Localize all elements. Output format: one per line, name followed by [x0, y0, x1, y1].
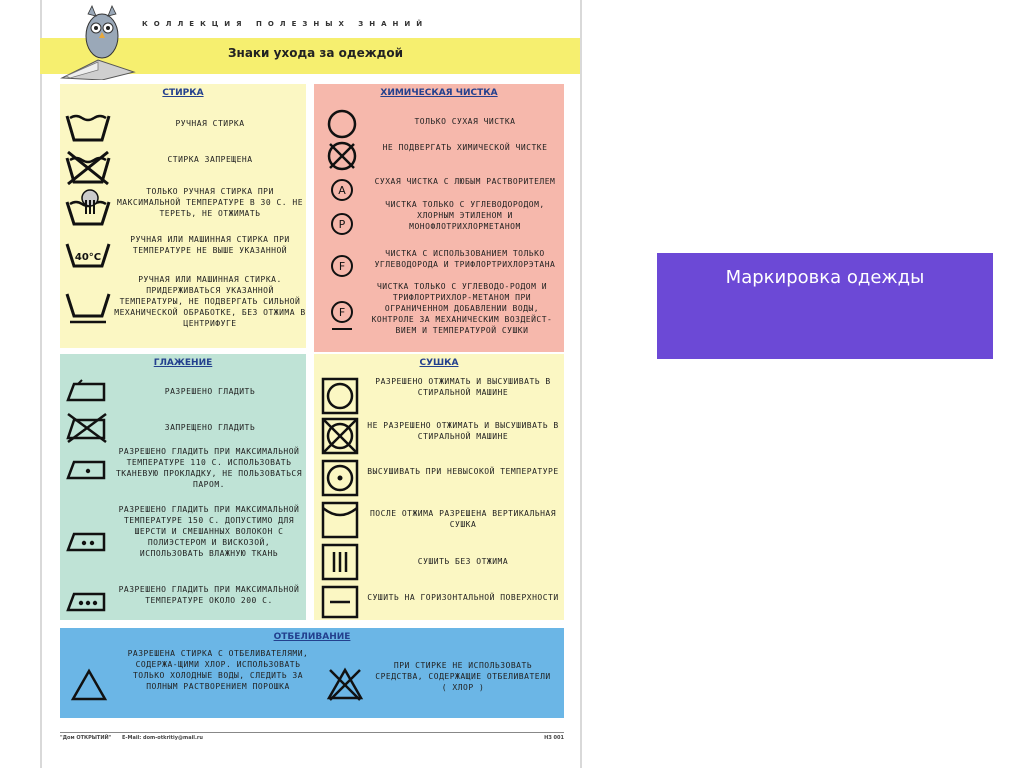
poster-footer: "Дом ОТКРЫТИЙ" E-Mail: dom-otkritiy@mail…	[60, 732, 564, 745]
wash-40-icon: 40°C	[65, 243, 111, 268]
washing-item-4: РУЧНАЯ ИЛИ МАШИННАЯ СТИРКА ПРИ ТЕМПЕРАТУ…	[130, 235, 290, 255]
dry-clean-p-icon: P	[331, 213, 353, 235]
dry-clean-a-icon: A	[331, 179, 353, 201]
hand-wash-icon	[65, 114, 111, 142]
no-wash-icon	[65, 150, 111, 186]
letter-p: P	[339, 218, 346, 231]
no-dry-clean-icon	[327, 141, 357, 171]
tumble-dry-low-icon	[321, 459, 359, 497]
drying-item-6: СУШИТЬ НА ГОРИЗОНТАЛЬНОЙ ПОВЕРХНОСТИ	[367, 593, 559, 602]
poster-title: Знаки ухода за одеждой	[228, 46, 404, 60]
iron-medium-icon	[66, 532, 106, 552]
iron-high-icon	[66, 592, 106, 612]
gentle-wash-icon	[65, 293, 111, 324]
letter-a: A	[338, 184, 346, 197]
dry-clean-f-icon: F	[331, 255, 353, 277]
ironing-item-4: РАЗРЕШЕНО ГЛАДИТЬ ПРИ МАКСИМАЛЬНОЙ ТЕМПЕ…	[118, 505, 300, 558]
no-iron-icon	[66, 412, 107, 444]
bleaching-title: ОТБЕЛИВАНИЕ	[273, 632, 351, 642]
dry-cleaning-item-2: НЕ ПОДВЕРГАТЬ ХИМИЧЕСКОЙ ЧИСТКЕ	[382, 143, 548, 152]
drying-title: СУШКА	[419, 358, 459, 368]
drying-panel: СУШКА	[314, 354, 564, 620]
line-dry-icon	[321, 501, 359, 539]
footer-code: НЗ 001	[544, 735, 564, 741]
poster-right-edge	[580, 0, 582, 768]
drying-item-1: РАЗРЕШЕНО ОТЖИМАТЬ И ВЫСУШИВАТЬ В СТИРАЛ…	[375, 377, 551, 397]
ironing-item-2: ЗАПРЕЩЕНО ГЛАДИТЬ	[164, 423, 256, 432]
tumble-dry-icon	[321, 377, 359, 415]
iron-low-icon	[66, 460, 106, 480]
ironing-item-3: РАЗРЕШЕНО ГЛАДИТЬ ПРИ МАКСИМАЛЬНОЙ ТЕМПЕ…	[115, 447, 303, 489]
dry-clean-f-gentle-icon: F	[331, 301, 353, 330]
dry-cleaning-item-3: СУХАЯ ЧИСТКА С ЛЮБЫМ РАСТВОРИТЕЛЕМ	[374, 177, 556, 186]
letter-f: F	[339, 260, 345, 273]
footer-publisher: "Дом ОТКРЫТИЙ"	[60, 735, 112, 741]
dry-cleaning-item-5: ЧИСТКА С ИСПОЛЬЗОВАНИЕМ ТОЛЬКО УГЛЕВОДОР…	[374, 249, 556, 269]
washing-item-5: РУЧНАЯ ИЛИ МАШИННАЯ СТИРКА. ПРИДЕРЖИВАТЬ…	[114, 275, 306, 328]
no-tumble-dry-icon	[321, 417, 359, 455]
ironing-title: ГЛАЖЕНИЕ	[153, 358, 213, 368]
dry-clean-icon	[327, 109, 357, 139]
washing-item-1: РУЧНАЯ СТИРКА	[175, 119, 245, 128]
hand-wash-30-icon	[65, 189, 111, 226]
bleaching-item-2: ПРИ СТИРКЕ НЕ ИСПОЛЬЗОВАТЬ СРЕДСТВА, СОД…	[375, 661, 551, 692]
dry-cleaning-item-1: ТОЛЬКО СУХАЯ ЧИСТКА	[414, 117, 516, 126]
washing-title: СТИРКА	[60, 84, 306, 102]
wash-temp-label: 40°C	[75, 252, 101, 263]
washing-item-2: СТИРКА ЗАПРЕЩЕНА	[167, 155, 253, 164]
dry-cleaning-panel: ХИМИЧЕСКАЯ ЧИСТКА	[314, 84, 564, 352]
footer-email: E-Mail: dom-otkritiy@mail.ru	[122, 735, 203, 741]
ironing-panel: ГЛАЖЕНИЕ	[60, 354, 306, 620]
drying-item-2: НЕ РАЗРЕШЕНО ОТЖИМАТЬ И ВЫСУШИВАТЬ В СТИ…	[367, 421, 559, 441]
letter-f-2: F	[339, 306, 345, 319]
flat-dry-icon	[321, 585, 359, 619]
dry-cleaning-item-6: ЧИСТКА ТОЛЬКО С УГЛЕВОДО-РОДОМ И ТРИФЛОР…	[371, 282, 553, 335]
dry-cleaning-title: ХИМИЧЕСКАЯ ЧИСТКА	[380, 88, 498, 98]
slide-caption-box: Маркировка одежды	[657, 253, 993, 359]
bleach-icon	[70, 668, 108, 701]
poster-left-edge	[40, 0, 42, 768]
bleaching-panel: ОТБЕЛИВАНИЕ	[60, 628, 564, 718]
bleaching-item-1: РАЗРЕШЕНА СТИРКА С ОТБЕЛИВАТЕЛЯМИ, СОДЕР…	[127, 649, 309, 691]
drying-item-3: ВЫСУШИВАТЬ ПРИ НЕВЫСОКОЙ ТЕМПЕРАТУРЕ	[367, 467, 559, 476]
slide-caption: Маркировка одежды	[725, 267, 925, 288]
ironing-item-5: РАЗРЕШЕНО ГЛАДИТЬ ПРИ МАКСИМАЛЬНОЙ ТЕМПЕ…	[118, 585, 300, 605]
drying-item-5: СУШИТЬ БЕЗ ОТЖИМА	[417, 557, 509, 566]
drip-dry-icon	[321, 543, 359, 581]
dry-cleaning-item-4: ЧИСТКА ТОЛЬКО С УГЛЕВОДОРОДОМ, ХЛОРНЫМ Э…	[385, 200, 545, 231]
iron-icon	[66, 379, 106, 402]
drying-item-4: ПОСЛЕ ОТЖИМА РАЗРЕШЕНА ВЕРТИКАЛЬНАЯ СУШК…	[369, 509, 557, 529]
ironing-item-1: РАЗРЕШЕНО ГЛАДИТЬ	[164, 387, 256, 396]
series-caption: КОЛЛЕКЦИЯ ПОЛЕЗНЫХ ЗНАНИЙ	[142, 20, 429, 28]
no-bleach-icon	[326, 667, 364, 701]
owl-book-logo	[60, 5, 136, 80]
washing-panel: СТИРКА	[60, 84, 306, 348]
title-band	[40, 38, 580, 74]
washing-item-3: ТОЛЬКО РУЧНАЯ СТИРКА ПРИ МАКСИМАЛЬНОЙ ТЕ…	[116, 187, 304, 218]
